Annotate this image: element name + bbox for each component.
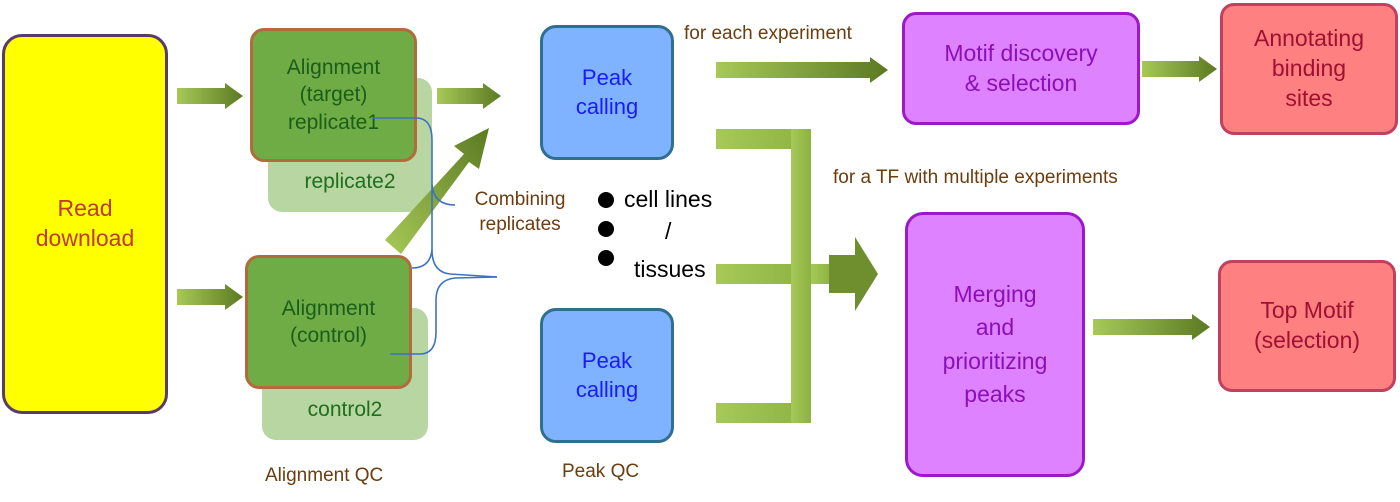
arrow-target-to-peak	[437, 83, 501, 109]
tissues-label: tissues	[634, 256, 706, 282]
top-motif-box: Top Motif (selection)	[1218, 260, 1396, 392]
alignment-target-box: Alignment (target) replicate1	[250, 28, 417, 162]
replicate-brace	[372, 117, 498, 278]
arrow-merging-to-top-motif-shape	[1093, 314, 1210, 340]
arrow-control-to-peak	[385, 128, 489, 254]
arrow-read-to-target	[177, 83, 243, 109]
bullet-3	[598, 250, 614, 266]
peak-calling-top-label: Peak calling	[575, 64, 639, 119]
peak-calling-bottom-box: Peak calling	[540, 308, 674, 443]
target-brace-bottom	[431, 184, 456, 206]
arrow-read-to-control-shape	[177, 284, 243, 310]
arrow-read-to-target-shape	[177, 83, 243, 109]
control-brace	[390, 276, 498, 355]
alignment-control-box: Alignment (control)	[245, 255, 412, 389]
alignment-target-label: Alignment (target) replicate1	[286, 56, 381, 134]
arrow-motif-to-annotating	[1142, 56, 1217, 82]
slash-label: /	[665, 218, 672, 244]
annotating-sites-label: Annotating binding sites	[1254, 25, 1364, 111]
read-download-box: Read download	[2, 34, 168, 414]
motif-discovery-label: Motif discovery & selection	[944, 39, 1098, 96]
merging-peaks-box: Merging and prioritizing peaks	[905, 212, 1085, 477]
merge-bracket-arrow	[716, 129, 878, 423]
alignment-qc-label: Alignment QC	[265, 465, 384, 486]
control2-label: control2	[307, 398, 383, 421]
peak-qc-label: Peak QC	[562, 461, 640, 482]
alignment-control-label: Alignment (control)	[281, 296, 376, 347]
arrow-read-to-control	[177, 284, 243, 310]
motif-discovery-box: Motif discovery & selection	[902, 12, 1140, 125]
arrow-merging-to-top-motif	[1093, 314, 1210, 340]
peak-calling-bottom-label: Peak calling	[575, 347, 639, 402]
bullet-2	[598, 221, 614, 237]
annotating-sites-box: Annotating binding sites	[1220, 3, 1398, 135]
read-download-label: Read download	[35, 195, 135, 251]
arrow-target-to-peak-shape	[437, 83, 501, 109]
cell-lines-label: cell lines	[624, 186, 713, 212]
for-tf-multiple-label: for a TF with multiple experiments	[833, 167, 1118, 188]
arrow-peak-to-motif	[716, 57, 888, 83]
arrow-motif-to-annotating-shape	[1142, 56, 1217, 82]
bullet-1	[598, 192, 614, 208]
merging-peaks-label: Merging and prioritizing peaks	[942, 280, 1048, 407]
replicate2-label: replicate2	[304, 170, 396, 193]
top-motif-label: Top Motif (selection)	[1253, 297, 1361, 353]
for-each-experiment-label: for each experiment	[684, 23, 852, 44]
peak-calling-top-box: Peak calling	[540, 25, 674, 160]
combining-replicates-label: Combining replicates	[474, 189, 566, 235]
control-brace-top	[411, 249, 433, 269]
arrow-peak-to-motif-shape	[716, 57, 888, 83]
